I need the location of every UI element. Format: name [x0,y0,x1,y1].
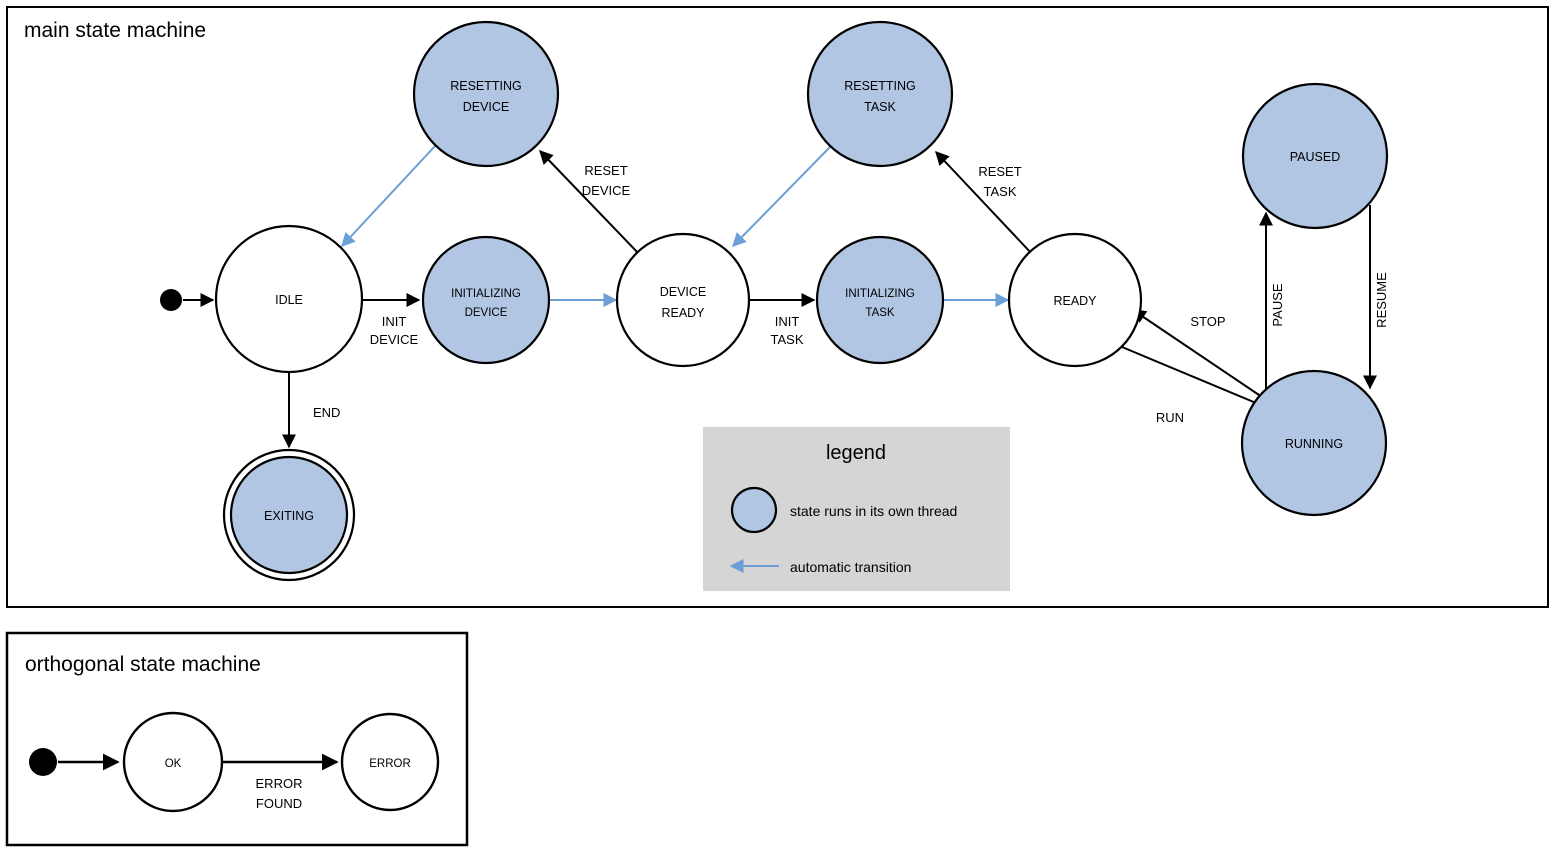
state-exiting[interactable]: EXITING [222,448,356,582]
legend-title: legend [826,442,886,464]
transition-label-end: END [313,405,340,420]
orthogonal-state-machine-frame: orthogonal state machine ERROR FOUND OK … [5,631,469,847]
state-exiting-label: EXITING [264,509,314,523]
transition-label-error-found-line1: ERROR [256,776,303,791]
state-initializing-task-label-line2: TASK [865,307,895,319]
state-initial-pseudostate[interactable] [160,289,182,311]
state-idle[interactable]: IDLE [214,224,364,374]
transition-label-stop: STOP [1190,314,1225,329]
state-initializing-task-label-line1: INITIALIZING [845,288,915,300]
state-resetting-device-label-line1: RESETTING [450,79,522,93]
state-initializing-task[interactable]: INITIALIZING TASK [815,235,945,365]
transition-label-resume: RESUME [1374,272,1389,328]
state-running[interactable]: RUNNING [1240,369,1388,517]
transition-label-reset-task-line1: RESET [978,164,1021,179]
transition-resetting-device-to-idle [341,144,437,248]
state-error-label: ERROR [369,758,411,770]
state-resetting-task-label-line2: TASK [864,100,896,114]
state-paused-label: PAUSED [1290,150,1340,164]
state-paused[interactable]: PAUSED [1241,82,1389,230]
state-resetting-task-label-line1: RESETTING [844,79,916,93]
state-device-ready[interactable]: DEVICE READY [615,232,751,368]
state-running-label: RUNNING [1285,437,1343,451]
transition-label-init-device-line1: INIT [382,314,407,329]
legend-thread-state-swatch-icon [730,486,778,534]
transition-ready-to-running [1121,346,1270,410]
state-initializing-device-label-line2: DEVICE [465,307,508,319]
state-resetting-device-label-line2: DEVICE [463,100,510,114]
transition-device-ready-to-resetting-device [539,149,641,256]
state-ready[interactable]: READY [1007,232,1143,368]
transition-label-pause: PAUSE [1270,283,1285,326]
transition-label-reset-device-line2: DEVICE [582,183,631,198]
legend-item-automatic-transition-text: automatic transition [790,559,911,575]
main-frame-title: main state machine [24,19,206,42]
transition-ready-to-resetting-task [935,150,1034,256]
state-resetting-task[interactable]: RESETTING TASK [806,20,954,168]
transition-running-to-ready [1131,309,1263,398]
legend: legend state runs in its own thread auto… [703,427,1010,591]
state-idle-label: IDLE [275,293,303,307]
state-device-ready-label-line1: DEVICE [660,285,707,299]
transition-label-reset-task-line2: TASK [984,184,1017,199]
transition-label-run: RUN [1156,410,1184,425]
orthogonal-frame-title: orthogonal state machine [25,653,261,676]
transition-label-init-device-line2: DEVICE [370,332,419,347]
transition-label-error-found-line2: FOUND [256,796,302,811]
state-initializing-device[interactable]: INITIALIZING DEVICE [421,235,551,365]
state-error[interactable]: ERROR [340,712,440,812]
state-ready-label: READY [1053,294,1097,308]
main-transitions: INIT DEVICE END RESET DEVICE INIT TASK R… [183,144,1389,449]
state-ok[interactable]: OK [122,711,224,813]
transition-label-init-task-line1: INIT [775,314,800,329]
transition-label-init-task-line2: TASK [771,332,804,347]
state-device-ready-label-line2: READY [661,306,705,320]
state-resetting-device[interactable]: RESETTING DEVICE [412,20,560,168]
state-ortho-initial-pseudostate[interactable] [29,748,57,776]
transition-label-reset-device-line1: RESET [584,163,627,178]
transition-resetting-task-to-device-ready [732,145,832,247]
main-states: IDLE EXITING RESETTING DEVICE INITIALIZI… [160,20,1389,582]
state-initializing-device-label-line1: INITIALIZING [451,288,521,300]
state-ok-label: OK [165,758,182,770]
legend-item-thread-state-text: state runs in its own thread [790,503,957,519]
